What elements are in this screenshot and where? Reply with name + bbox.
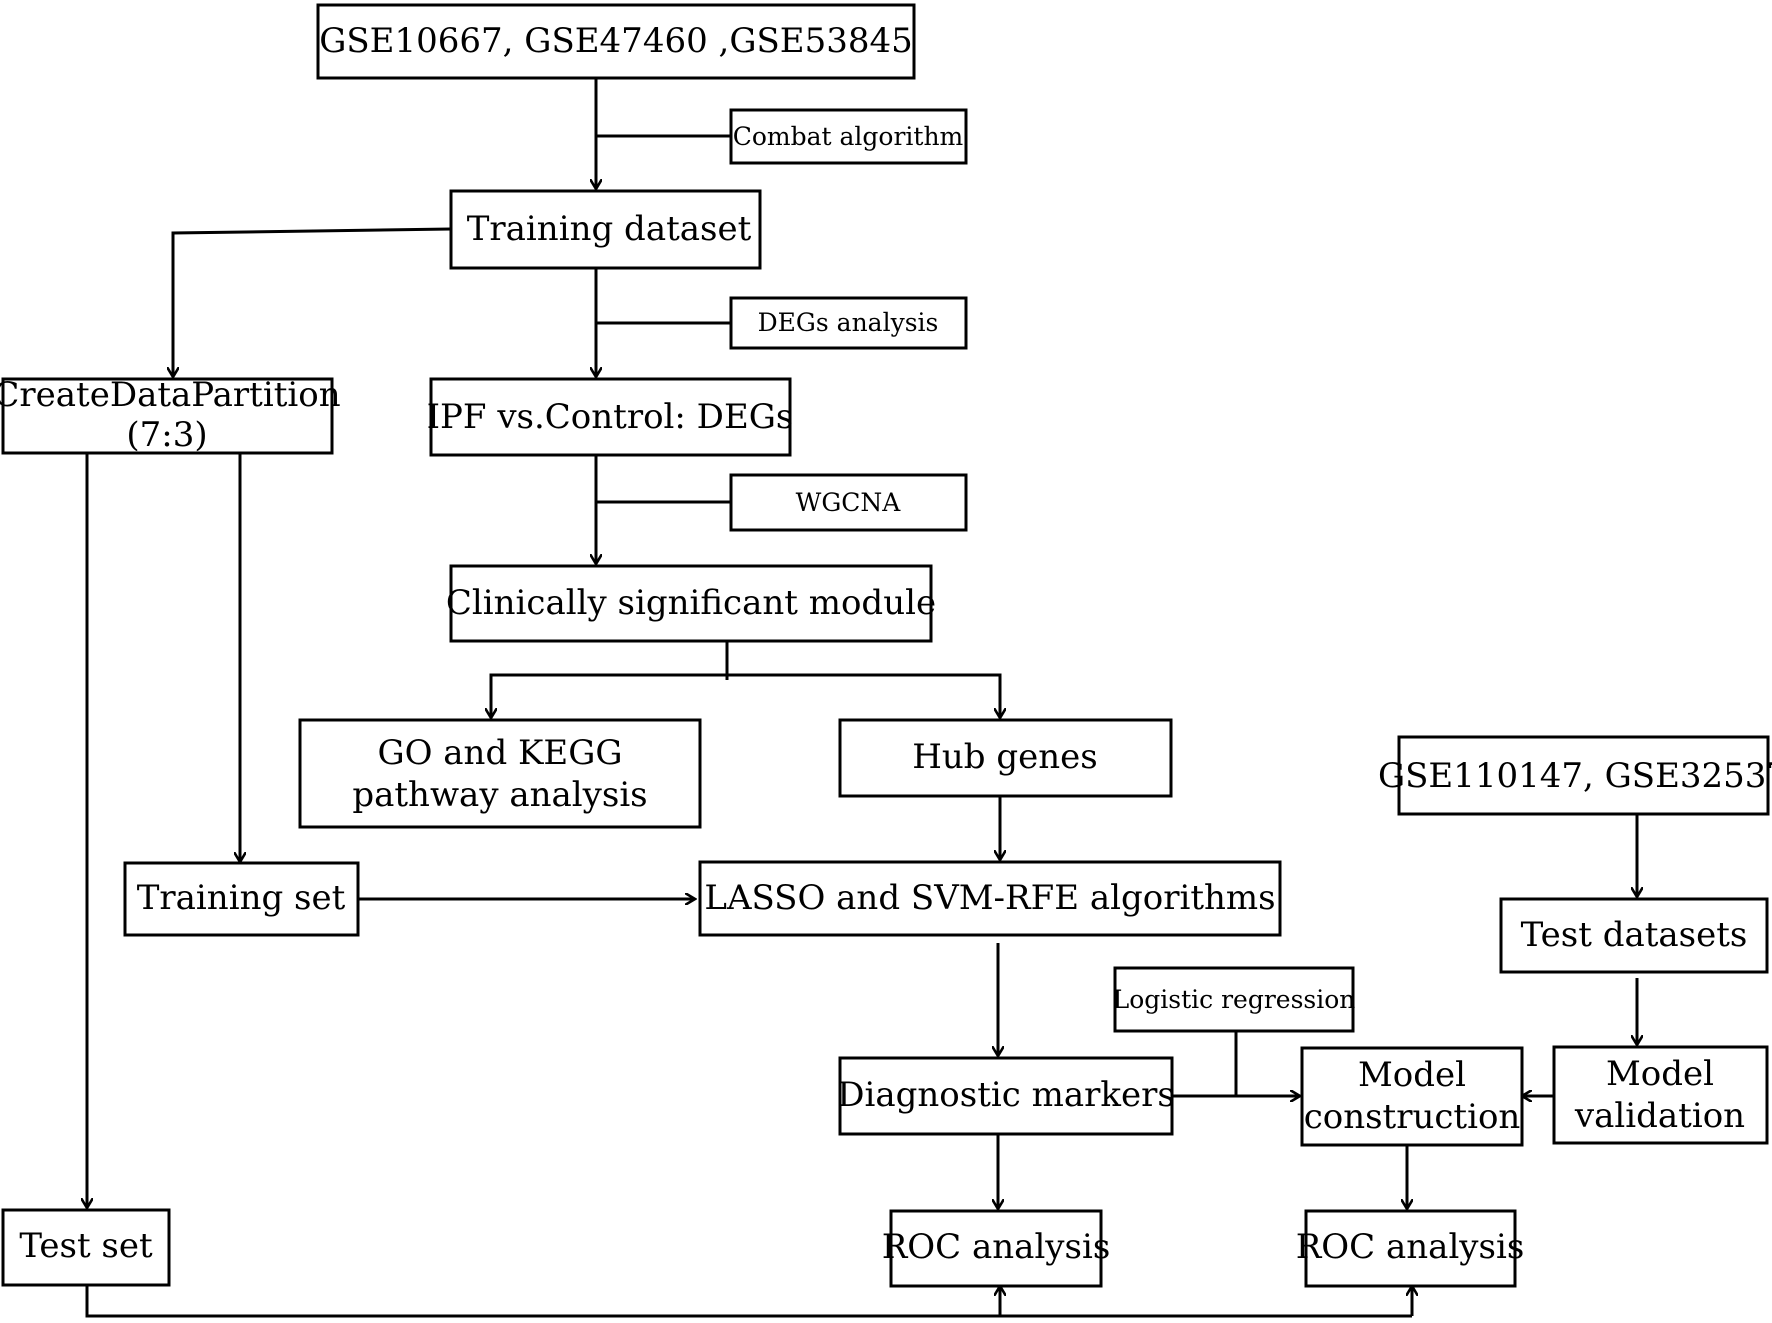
node-sources: GSE10667, GSE47460 ,GSE53845 [316,3,916,80]
node-model-validation-line1: Model [1606,1054,1714,1094]
node-hub-genes: Hub genes [838,718,1173,798]
node-degs-analysis-label: DEGs analysis [758,308,939,337]
node-logistic-regression-label: Logistic regression [1113,985,1356,1014]
node-combat-algorithm-label: Combat algorithm [733,122,964,151]
node-model-construction-line2: construction [1304,1097,1521,1137]
node-create-data-partition-line1: CreateDataPartition [0,375,341,415]
node-test-set-label: Test set [19,1226,153,1266]
edges [85,78,1637,1318]
node-training-set: Training set [123,861,360,937]
node-model-validation-line2: validation [1574,1096,1745,1136]
node-wgcna-label: WGCNA [796,488,902,517]
node-test-datasets: Test datasets [1499,897,1769,974]
node-degs-analysis: DEGs analysis [729,296,968,350]
node-training-dataset: Training dataset [449,189,762,270]
node-clinically-significant-module-label: Clinically significant module [446,583,936,623]
node-go-kegg-line1: GO and KEGG [377,733,622,773]
node-create-data-partition: CreateDataPartition (7:3) [0,375,341,455]
node-training-dataset-label: Training dataset [467,209,752,249]
node-ipf-degs: IPF vs.Control: DEGs [427,377,794,457]
node-external-sources: GSE110147, GSE32537 [1378,735,1772,816]
node-wgcna: WGCNA [729,473,968,532]
node-sources-label: GSE10667, GSE47460 ,GSE53845 [319,21,913,61]
node-lasso-svm: LASSO and SVM-RFE algorithms [698,860,1282,937]
node-go-kegg-line2: pathway analysis [352,775,647,815]
node-lasso-svm-label: LASSO and SVM-RFE algorithms [704,878,1275,918]
node-hub-genes-label: Hub genes [912,737,1097,777]
edge-module-to-go-kegg [491,673,727,718]
node-combat-algorithm: Combat algorithm [729,108,968,165]
node-model-construction: Model construction [1300,1046,1524,1147]
node-test-set: Test set [1,1208,171,1287]
node-model-validation: Model validation [1552,1045,1769,1145]
node-create-data-partition-line2: (7:3) [126,415,207,455]
node-clinically-significant-module: Clinically significant module [446,564,936,643]
edge-module-to-hub-genes [727,673,1000,718]
node-roc-analysis-2: ROC analysis [1296,1209,1525,1288]
node-diagnostic-markers-label: Diagnostic markers [837,1075,1175,1115]
node-roc-analysis-1-label: ROC analysis [882,1227,1111,1267]
node-test-datasets-label: Test datasets [1521,915,1748,955]
edge-training-dataset-to-partition [173,227,452,377]
edge-test-set-bottom-line [85,1285,1412,1318]
node-logistic-regression: Logistic regression [1113,966,1356,1033]
node-ipf-degs-label: IPF vs.Control: DEGs [427,397,794,437]
node-training-set-label: Training set [137,878,346,918]
node-external-sources-label: GSE110147, GSE32537 [1378,756,1772,796]
node-model-construction-line1: Model [1358,1055,1466,1095]
node-roc-analysis-2-label: ROC analysis [1296,1227,1525,1267]
node-go-kegg: GO and KEGG pathway analysis [298,718,702,829]
node-diagnostic-markers: Diagnostic markers [837,1056,1175,1136]
node-roc-analysis-1: ROC analysis [882,1209,1111,1288]
